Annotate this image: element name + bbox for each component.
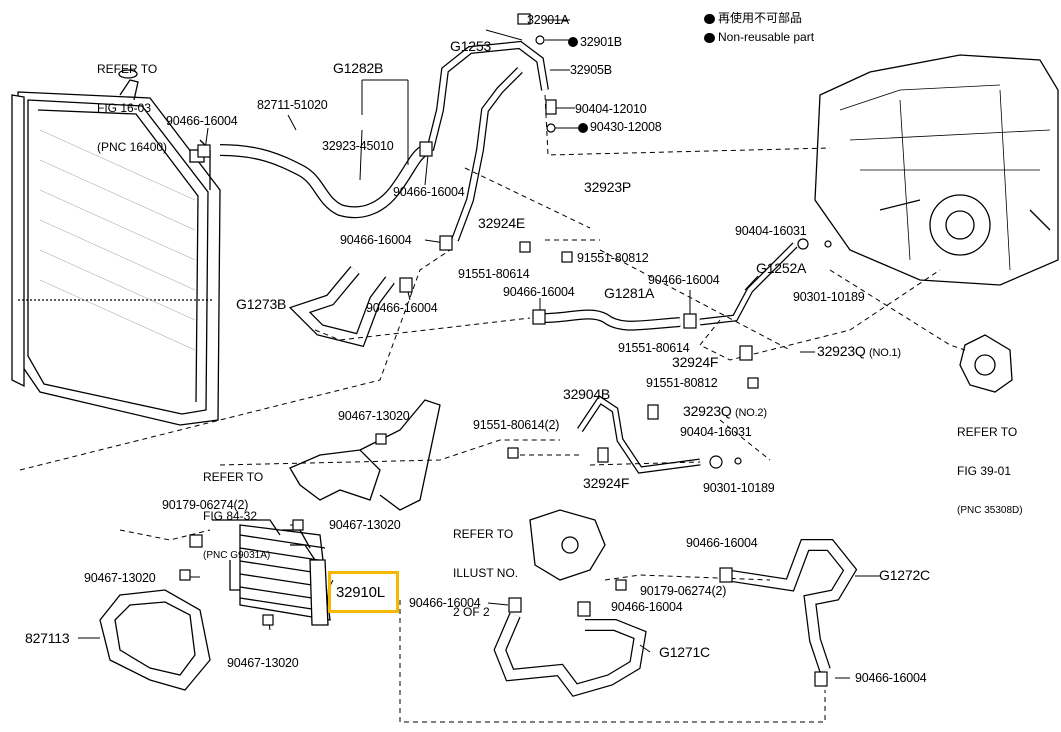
part-label[interactable]: 32905B xyxy=(570,63,612,77)
part-label[interactable]: 90467-13020 xyxy=(84,571,156,585)
part-label[interactable]: 90466-16004 xyxy=(503,285,575,299)
part-note: (NO.2) xyxy=(735,407,767,419)
ref-line: ILLUST NO. xyxy=(453,566,519,580)
pump-illustration xyxy=(959,334,1013,393)
ref-line: REFER TO xyxy=(97,62,158,76)
part-label[interactable]: 90466-16004 xyxy=(686,536,758,550)
ref-line: REFER TO xyxy=(203,470,264,484)
part-label[interactable]: 90404-12010 xyxy=(575,102,647,116)
part-label[interactable]: G1281A xyxy=(604,285,655,301)
part-label[interactable]: 32904B xyxy=(563,386,611,402)
transmission-illustration xyxy=(814,54,1059,286)
non-reusable-icon xyxy=(704,32,714,43)
part-label[interactable]: 32901A xyxy=(527,13,569,27)
legend-text: Non-reusable part xyxy=(718,30,815,44)
part-label[interactable]: 91551-80614 xyxy=(618,341,690,355)
reference-pump[interactable]: REFER TO FIG 39-01 (PNC 35308D) xyxy=(957,400,1023,543)
part-label[interactable]: 90301-10189 xyxy=(793,290,865,304)
part-label[interactable]: 90466-16004 xyxy=(340,233,412,247)
leader-lines xyxy=(78,19,880,679)
tube-g1253 xyxy=(426,40,549,242)
part-label[interactable]: 90404-16031 xyxy=(680,425,752,439)
ref-line: REFER TO xyxy=(957,425,1018,439)
part-label[interactable]: 90466-16004 xyxy=(366,301,438,315)
reference-radiator[interactable]: REFER TO FIG 16-03 (PNC 16400) xyxy=(97,37,167,180)
ref-line: FIG 39-01 xyxy=(957,464,1012,478)
hose-g1282b xyxy=(219,144,429,219)
ref-line: REFER TO xyxy=(453,527,514,541)
part-label[interactable]: 32923Q xyxy=(683,403,732,419)
part-label[interactable]: 32923Q xyxy=(817,343,866,359)
reference-bracket[interactable]: REFER TO FIG 84-32 (PNC G9031A) xyxy=(203,445,270,588)
part-label[interactable]: 90466-16004 xyxy=(611,600,683,614)
ref-line: 2 OF 2 xyxy=(453,605,490,619)
part-label[interactable]: G1253 xyxy=(450,38,492,54)
part-label-highlighted[interactable]: 32910L xyxy=(336,584,385,601)
part-label[interactable]: 90467-13020 xyxy=(329,518,401,532)
part-label[interactable]: 91551-80812 xyxy=(577,251,649,265)
part-label[interactable]: 32923-45010 xyxy=(322,139,394,153)
part-label[interactable]: 91551-80614(2) xyxy=(473,418,560,432)
tube-g1252a xyxy=(699,242,798,326)
part-label[interactable]: 32923P xyxy=(584,179,632,195)
part-label[interactable]: G1252A xyxy=(756,260,807,276)
ref-line: FIG 16-03 xyxy=(97,101,152,115)
oil-cooler-illustration xyxy=(212,519,331,626)
part-label[interactable]: 32924F xyxy=(583,475,630,491)
ref-line: FIG 84-32 xyxy=(203,509,258,523)
part-label[interactable]: 91551-80812 xyxy=(646,376,718,390)
reference-illust[interactable]: REFER TO ILLUST NO. 2 OF 2 xyxy=(453,502,518,645)
part-label[interactable]: 90466-16004 xyxy=(648,273,720,287)
part-label[interactable]: 90466-16004 xyxy=(855,671,927,685)
part-label[interactable]: 90466-16004 xyxy=(393,185,465,199)
hose-g1272c xyxy=(724,539,858,672)
part-label[interactable]: 82711-51020 xyxy=(257,98,328,112)
ref-line: (PNC 16400) xyxy=(97,140,168,154)
part-label[interactable]: 90404-16031 xyxy=(735,224,807,238)
ref-line: (PNC G9031A) xyxy=(203,550,271,561)
part-label[interactable]: G1272C xyxy=(879,567,930,583)
part-label[interactable]: 32924F xyxy=(672,354,719,370)
part-label[interactable]: 90466-16004 xyxy=(409,596,481,610)
part-label[interactable]: 827113 xyxy=(25,630,70,646)
part-label[interactable]: 90467-13020 xyxy=(338,409,410,423)
legend-item-jp: 再使用不可部品 xyxy=(704,12,802,25)
legend-text: 再使用不可部品 xyxy=(718,11,803,25)
hose-g1273b xyxy=(288,266,395,348)
clip-markers xyxy=(179,13,832,687)
part-label[interactable]: G1271C xyxy=(659,644,710,660)
part-label[interactable]: 90467-13020 xyxy=(227,656,299,670)
part-label[interactable]: 90179-06274(2) xyxy=(640,584,727,598)
non-reusable-icon xyxy=(704,13,714,24)
part-label[interactable]: 90430-12008 xyxy=(590,120,662,134)
part-label[interactable]: 32901B xyxy=(580,35,622,49)
part-label[interactable]: G1273B xyxy=(236,296,287,312)
highlight-box xyxy=(328,571,399,613)
tube-32904b xyxy=(577,395,701,474)
part-note: (NO.1) xyxy=(869,347,901,359)
part-label[interactable]: 32924E xyxy=(478,215,526,231)
part-label[interactable]: 90179-06274(2) xyxy=(162,498,249,512)
ref-line: (PNC 35308D) xyxy=(957,505,1023,516)
dashed-routing-lines xyxy=(19,94,966,723)
radiator-illustration xyxy=(11,69,221,426)
valve-assembly-illustration xyxy=(529,509,606,581)
part-label[interactable]: G1282B xyxy=(333,60,384,76)
hose-g1271c xyxy=(493,612,647,697)
air-duct-illustration xyxy=(99,589,211,691)
part-label[interactable]: 91551-80614 xyxy=(458,267,530,281)
hose-g1281a xyxy=(544,309,681,331)
legend-item-en: Non-reusable part xyxy=(704,31,814,44)
part-label[interactable]: 90301-10189 xyxy=(703,481,775,495)
part-label[interactable]: 90466-16004 xyxy=(166,114,238,128)
